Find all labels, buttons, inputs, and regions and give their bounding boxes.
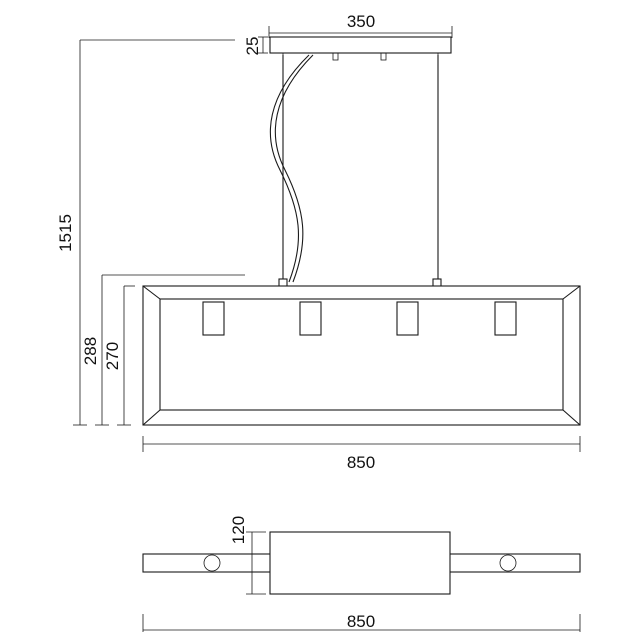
- dim-top-width: [142, 614, 581, 632]
- dim-top-depth: [246, 531, 266, 595]
- dim-front-width: [142, 436, 581, 452]
- suspension-cables: [282, 55, 439, 280]
- front-view: 350 25 1515 288 270: [56, 12, 581, 472]
- top-view: 120 850: [142, 516, 581, 632]
- dim-body-outer-height: [95, 274, 245, 426]
- dim-body-inner-height: [117, 285, 135, 426]
- dim-front-width-label: 850: [347, 453, 375, 472]
- ceiling-canopy: [269, 36, 452, 61]
- dim-canopy-height: [258, 36, 268, 54]
- lamp-sockets: [202, 301, 517, 336]
- dim-top-width-label: 850: [347, 612, 375, 631]
- dim-total-height-label: 1515: [56, 214, 75, 252]
- dim-body-outer-height-label: 288: [81, 337, 100, 365]
- dim-top-depth-label: 120: [229, 516, 248, 544]
- dim-canopy-width-label: 350: [347, 12, 375, 31]
- power-cord: [269, 54, 314, 283]
- top-view-canopy: [269, 531, 451, 595]
- dim-body-inner-height-label: 270: [103, 342, 122, 370]
- top-view-sockets: [203, 554, 517, 572]
- dim-canopy-width: [268, 26, 453, 38]
- dim-canopy-height-label: 25: [243, 37, 262, 56]
- dim-total-height: [73, 39, 235, 426]
